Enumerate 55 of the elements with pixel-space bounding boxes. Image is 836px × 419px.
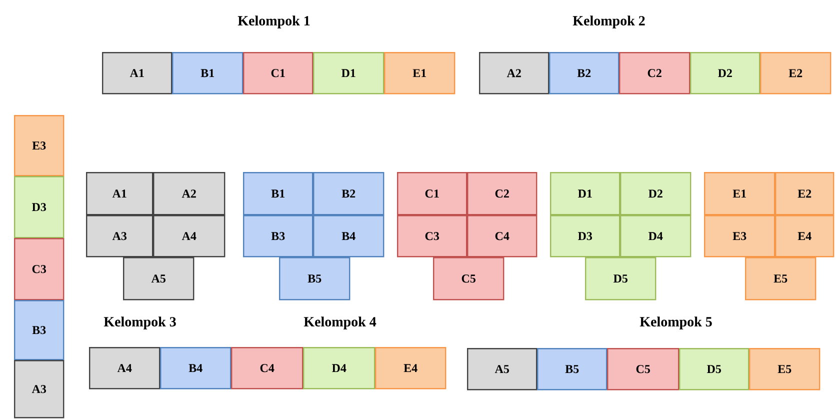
group-title: Kelompok 3 xyxy=(104,316,176,330)
member-box: D4 xyxy=(303,346,376,390)
group-title: Kelompok 1 xyxy=(238,16,310,28)
member-box: C4 xyxy=(231,346,304,390)
member-box: A5 xyxy=(123,256,194,300)
member-box: C2 xyxy=(619,52,690,94)
member-box: B5 xyxy=(279,256,350,300)
group-title: Kelompok 2 xyxy=(572,16,645,28)
member-box: E2 xyxy=(775,172,834,216)
member-box: E3 xyxy=(704,215,776,258)
member-box: A1 xyxy=(102,52,172,94)
member-box: D1 xyxy=(550,172,620,216)
member-box: D3 xyxy=(550,215,620,258)
member-box: E1 xyxy=(704,172,776,216)
member-box: C5 xyxy=(433,256,504,300)
member-box: D5 xyxy=(585,256,656,300)
member-box: B3 xyxy=(14,300,64,360)
member-box: E1 xyxy=(384,52,456,94)
member-box: D4 xyxy=(620,215,692,258)
member-box: A4 xyxy=(153,215,226,258)
member-box: B3 xyxy=(243,215,314,258)
member-box: B2 xyxy=(549,52,620,94)
member-box: D2 xyxy=(690,52,760,94)
member-box: A2 xyxy=(479,52,550,94)
member-box: D5 xyxy=(679,348,750,390)
member-box: C1 xyxy=(397,172,468,216)
member-box: E3 xyxy=(14,115,64,176)
member-box: B4 xyxy=(160,346,232,390)
member-box: E5 xyxy=(745,256,816,300)
member-box: A2 xyxy=(153,172,226,216)
member-box: D3 xyxy=(14,176,64,238)
member-box: C2 xyxy=(467,172,538,216)
member-box: A4 xyxy=(89,346,160,390)
member-box: B4 xyxy=(313,215,384,258)
member-box: C4 xyxy=(467,215,538,258)
member-box: B2 xyxy=(313,172,384,216)
member-box: E4 xyxy=(775,215,834,258)
member-box: E4 xyxy=(375,346,446,390)
member-box: A3 xyxy=(86,215,154,258)
member-box: B5 xyxy=(537,348,608,390)
group-title: Kelompok 5 xyxy=(640,316,712,330)
member-box: C3 xyxy=(14,238,64,300)
member-box: A3 xyxy=(14,360,64,418)
member-box: C3 xyxy=(397,215,468,258)
member-box: C1 xyxy=(243,52,314,94)
member-box: A1 xyxy=(86,172,154,216)
member-box: C5 xyxy=(607,348,680,390)
group-title: Kelompok 4 xyxy=(304,316,376,330)
member-box: B1 xyxy=(172,52,244,94)
member-box: A5 xyxy=(467,348,538,390)
member-box: B1 xyxy=(243,172,314,216)
member-box: D2 xyxy=(620,172,692,216)
member-box: E2 xyxy=(760,52,832,94)
member-box: E5 xyxy=(749,348,820,390)
member-box: D1 xyxy=(313,52,384,94)
